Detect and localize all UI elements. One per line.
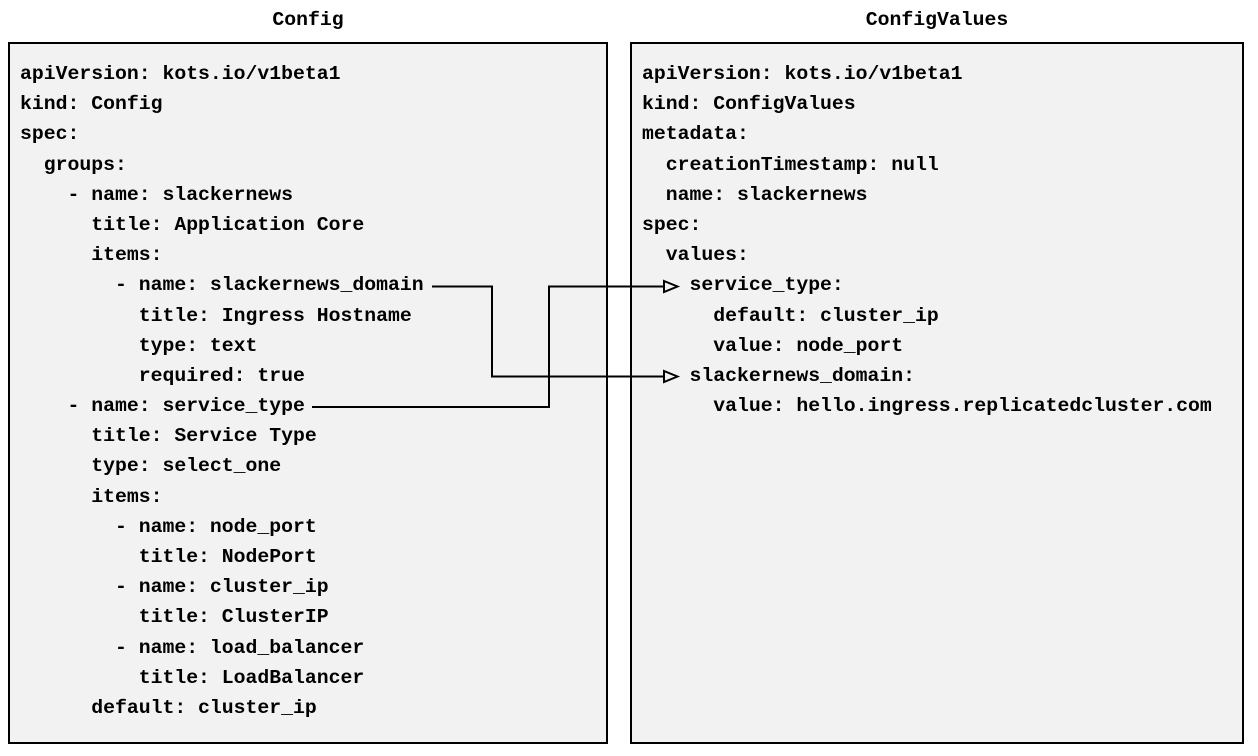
configvalues-panel: apiVersion: kots.io/v1beta1 kind: Config… <box>630 42 1244 744</box>
code-line: - name: slackernews_domain <box>20 274 424 297</box>
code-line: default: cluster_ip <box>642 304 939 327</box>
code-line: title: Application Core <box>20 213 365 236</box>
code-line: groups: <box>20 153 127 176</box>
code-line: slackernews_domain: <box>642 364 916 387</box>
code-line: title: LoadBalancer <box>20 666 365 689</box>
code-line: title: Ingress Hostname <box>20 304 412 327</box>
code-line: kind: Config <box>20 93 163 116</box>
code-line: - name: node_port <box>20 515 317 538</box>
code-line: - name: service_type <box>20 395 305 418</box>
config-panel: apiVersion: kots.io/v1beta1 kind: Config… <box>8 42 608 744</box>
code-line: title: ClusterIP <box>20 606 329 629</box>
code-line: type: select_one <box>20 455 282 478</box>
code-line: values: <box>642 244 749 267</box>
code-line: items: <box>20 244 163 267</box>
code-line: required: true <box>20 364 305 387</box>
code-line: - name: slackernews <box>20 183 294 206</box>
code-line: name: slackernews <box>642 183 868 206</box>
code-line: title: NodePort <box>20 546 317 568</box>
code-line: items: <box>20 485 163 508</box>
code-line: - name: cluster_ip <box>20 576 329 599</box>
code-line: kind: ConfigValues <box>642 93 856 116</box>
code-line: creationTimestamp: null <box>642 153 939 176</box>
configvalues-panel-title: ConfigValues <box>865 9 1009 31</box>
code-line: apiVersion: kots.io/v1beta1 <box>642 63 963 85</box>
code-line: - name: load_balancer <box>20 636 365 659</box>
code-line: default: cluster_ip <box>20 696 317 719</box>
code-line: service_type: <box>642 274 844 297</box>
code-line: spec: <box>642 213 702 236</box>
code-line: value: node_port <box>642 334 904 357</box>
code-line: spec: <box>20 123 80 146</box>
code-line: title: Service Type <box>20 425 317 448</box>
code-line: apiVersion: kots.io/v1beta1 <box>20 63 341 85</box>
code-line: type: text <box>20 334 258 357</box>
code-line: value: hello.ingress.replicatedcluster.c… <box>642 395 1212 418</box>
config-panel-title: Config <box>272 9 344 31</box>
code-line: metadata: <box>642 123 749 146</box>
